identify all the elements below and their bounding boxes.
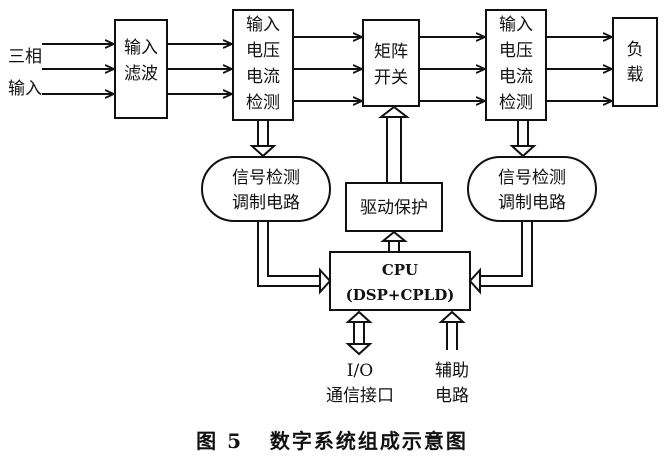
right-signal-to-cpu-double-arrow	[468, 221, 533, 295]
left-signal-label-2: 调制电路	[232, 193, 300, 213]
aux-to-cpu-double-arrow	[438, 310, 466, 350]
right-signal-label-2: 调制电路	[498, 193, 566, 213]
cpu-label: CPU	[382, 261, 418, 279]
input-sense-label-2: 电压	[246, 41, 280, 61]
output-sense-label-1: 输入	[499, 15, 533, 35]
input-sense-label-4: 检测	[246, 93, 280, 113]
sense-to-right-signal-double-arrow	[509, 120, 537, 158]
aux-label-2: 电路	[435, 386, 469, 406]
left-signal-to-cpu-double-arrow	[257, 221, 332, 295]
input-sense-block: 输入 电压 电流 检测	[232, 9, 294, 121]
three-phase-label-line2: 输入	[8, 79, 42, 99]
load-block: 负 载	[612, 17, 658, 107]
cpu-block: CPU (DSP+CPLD)	[329, 251, 471, 311]
io-label: I/O	[347, 361, 373, 381]
cpu-sub-label: (DSP+CPLD)	[346, 286, 455, 304]
right-signal-label-1: 信号检测	[498, 168, 566, 188]
input-sense-label-1: 输入	[246, 15, 280, 35]
aux-label-1: 辅助	[435, 361, 469, 381]
input-sense-label-3: 电流	[246, 67, 280, 87]
three-phase-label-line1: 三相	[8, 47, 42, 67]
cpu-to-drive-double-arrow	[380, 230, 408, 252]
drive-protection-label: 驱动保护	[360, 198, 428, 218]
output-sense-block: 输入 电压 电流 检测	[485, 9, 547, 121]
figure-caption: 图 5 数字系统组成示意图	[196, 429, 468, 453]
filter-to-sense-arrows	[167, 44, 232, 94]
input-filter-label-2: 滤波	[124, 64, 158, 84]
matrix-switch-block: 矩阵 开关	[362, 19, 420, 107]
sense-to-matrix-arrows	[293, 37, 362, 101]
input-filter-block: 输入 滤波	[114, 19, 168, 119]
drive-to-matrix-double-arrow	[378, 105, 410, 183]
io-comm-label: 通信接口	[326, 386, 394, 406]
io-bidirectional-double-arrow	[345, 310, 373, 356]
matrix-switch-label-1: 矩阵	[374, 42, 408, 62]
drive-protection-block: 驱动保护	[345, 182, 443, 232]
left-signal-label-1: 信号检测	[232, 168, 300, 188]
right-signal-circuit-block: 信号检测 调制电路	[467, 156, 597, 222]
load-label-1: 负	[627, 40, 644, 60]
matrix-to-output-sense-arrows	[419, 37, 485, 101]
left-signal-circuit-block: 信号检测 调制电路	[201, 156, 331, 222]
matrix-switch-label-2: 开关	[374, 68, 408, 88]
sense-to-left-signal-double-arrow	[249, 120, 277, 158]
output-sense-label-2: 电压	[499, 41, 533, 61]
load-label-2: 载	[627, 65, 644, 85]
output-sense-label-3: 电流	[499, 67, 533, 87]
sense-to-load-arrows	[546, 37, 612, 101]
output-sense-label-4: 检测	[499, 93, 533, 113]
input-filter-label-1: 输入	[124, 38, 158, 58]
three-phase-input-arrows	[42, 44, 114, 94]
